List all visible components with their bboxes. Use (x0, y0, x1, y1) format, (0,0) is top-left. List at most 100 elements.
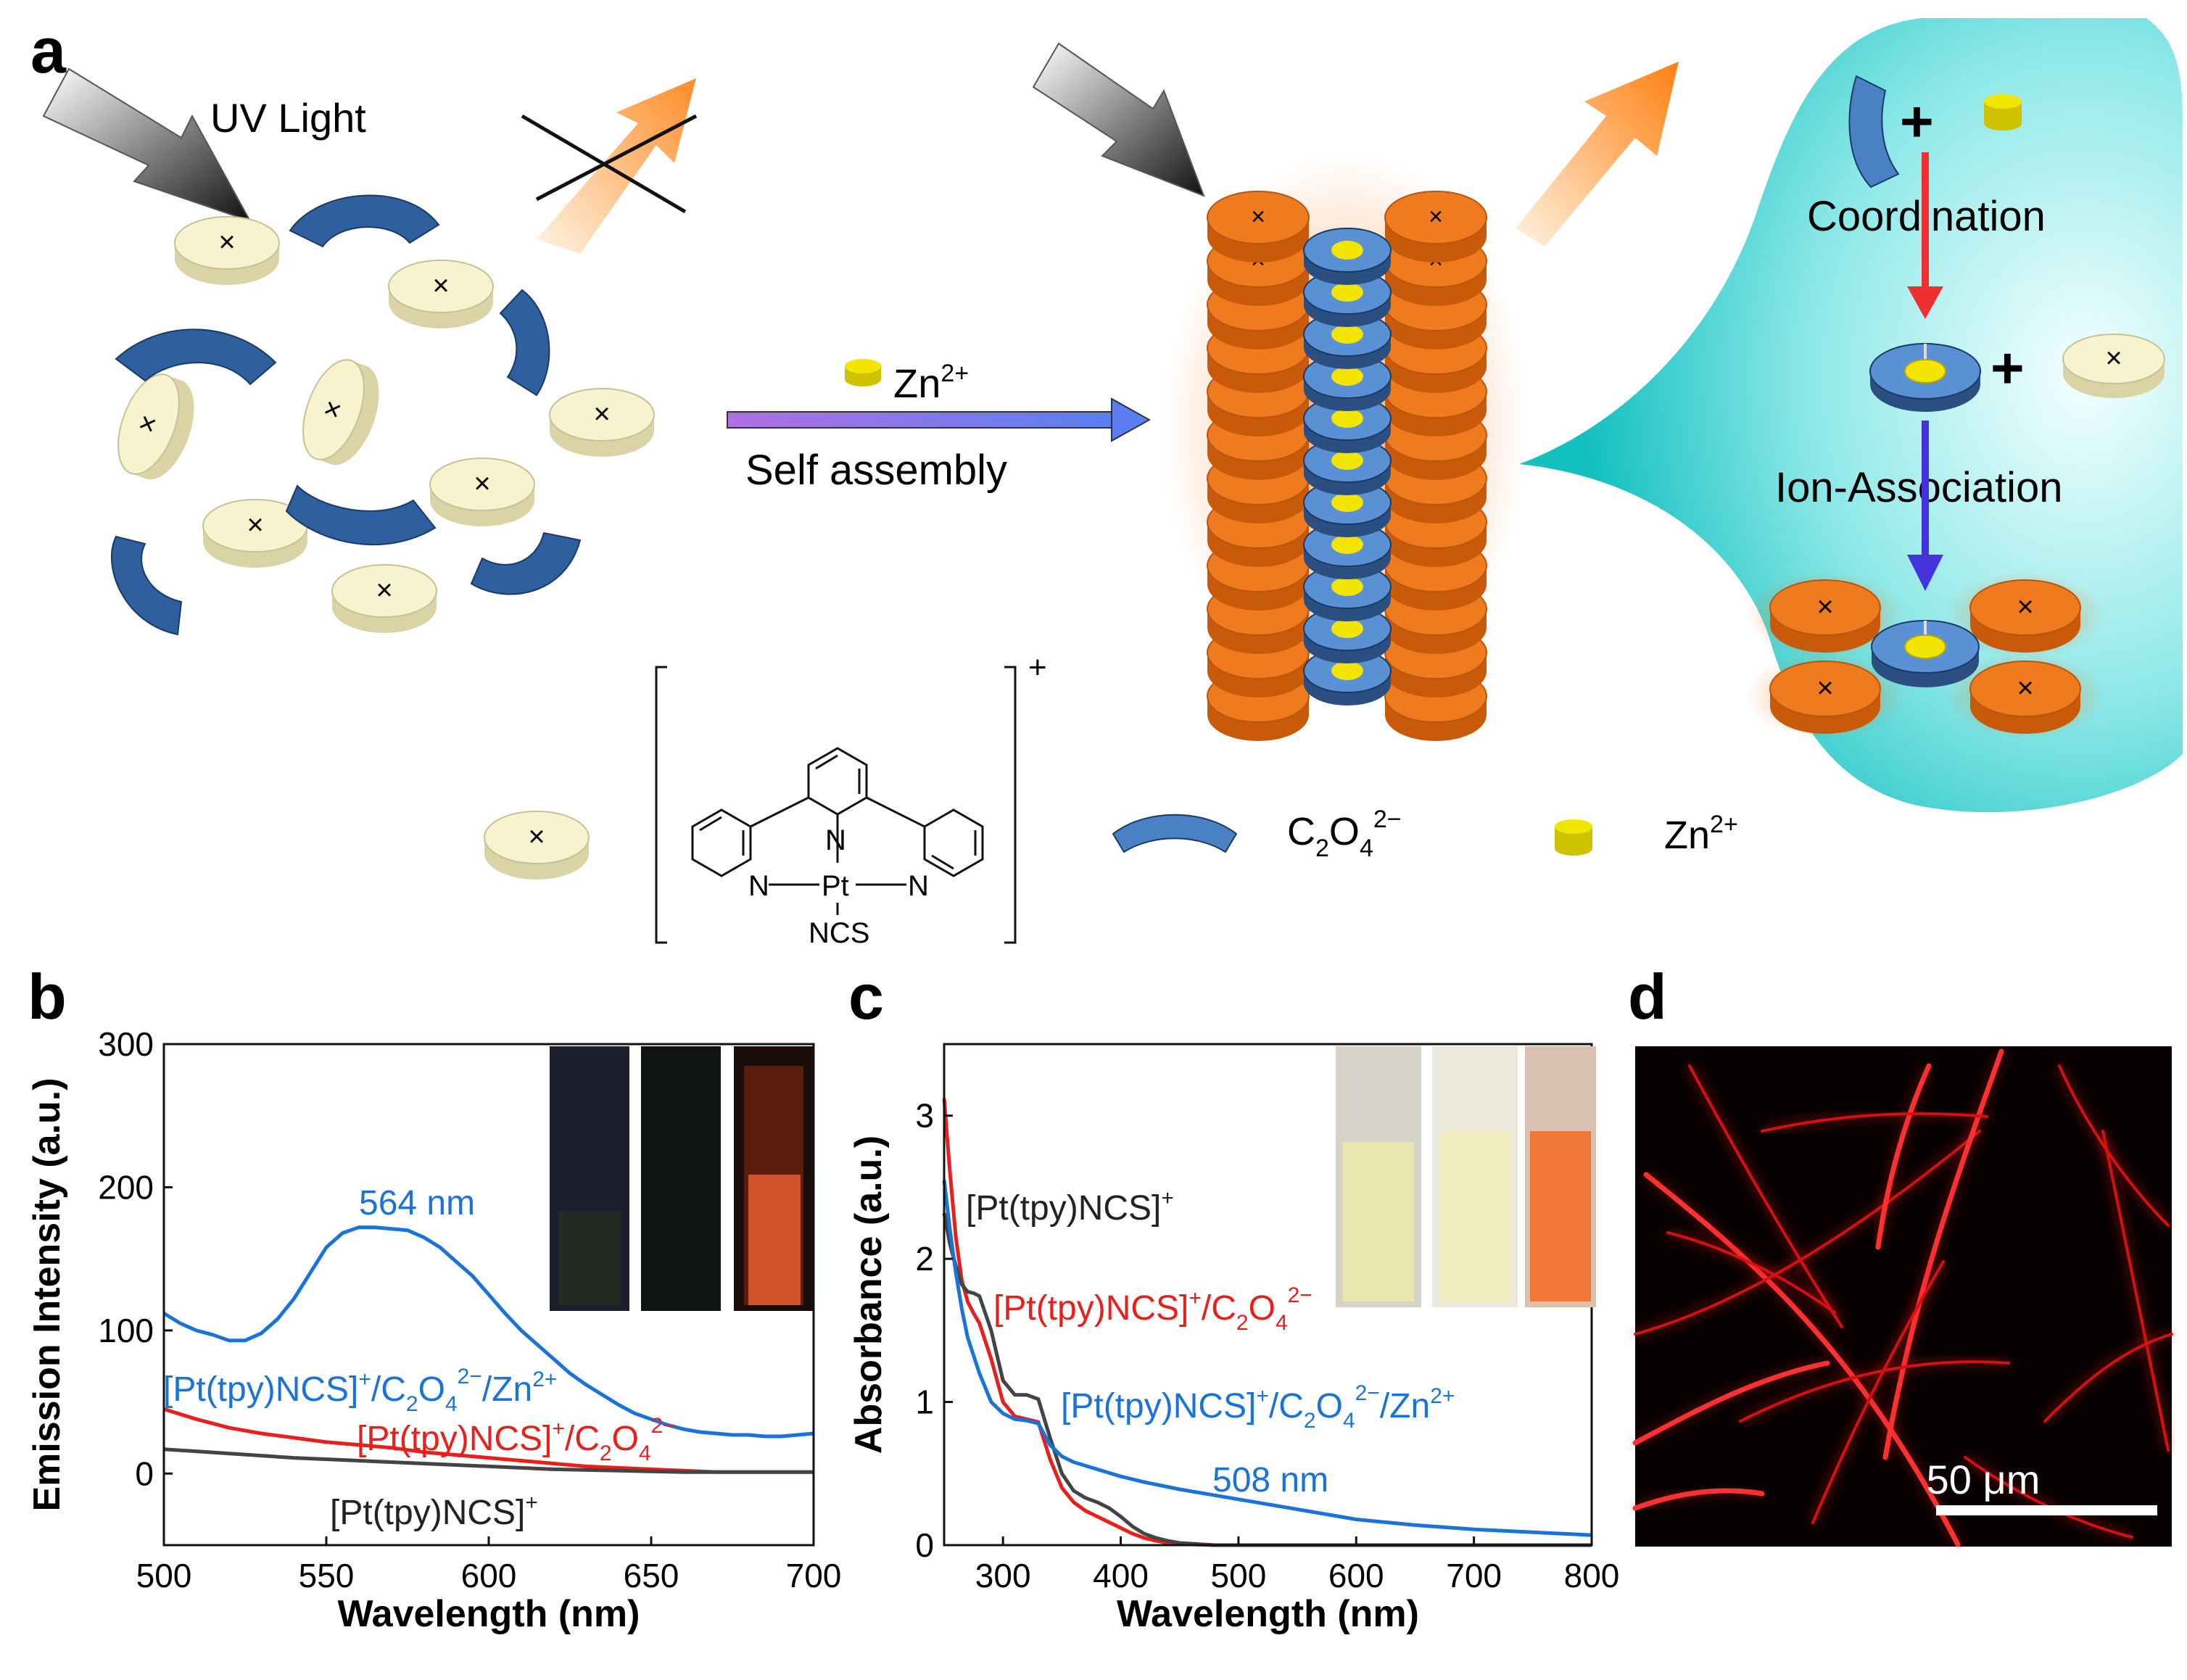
fiber (1739, 1360, 2010, 1423)
emission-arrow-crossed-icon (521, 78, 698, 254)
series-line-0 (162, 1225, 814, 1439)
x-tick-label: 650 (624, 1557, 679, 1594)
zn-arrow-label: Zn2+ (893, 360, 969, 406)
ion-association-label: Ion-Association (1775, 464, 2063, 511)
fiber (1688, 1064, 1843, 1328)
panel-letter-d: d (1628, 961, 1667, 1033)
x-tick-label: 500 (1211, 1557, 1267, 1594)
self-assembly-label: Self assembly (745, 447, 1007, 494)
panel-letter-a: a (30, 15, 67, 86)
self-assembly-arrow-icon (727, 397, 1152, 442)
scale-bar (1936, 1505, 2157, 1515)
panel-d: d 50 μm (1628, 961, 2173, 1547)
y-tick-label: 3 (915, 1097, 934, 1135)
absorbance-series-red-label: [Pt(tpy)NCS]+/C2O42− (993, 1283, 1312, 1335)
series-line-2 (163, 1447, 814, 1474)
stack-orange-disk: × (1384, 191, 1487, 262)
chem-n-left: N (748, 870, 769, 902)
y-axis-label: Emission Intensity (a.u.) (26, 1077, 68, 1511)
y-tick-label: 2 (915, 1240, 934, 1278)
x-tick-label: 300 (975, 1557, 1031, 1594)
fiber (1666, 1231, 1836, 1314)
scale-bar-label: 50 μm (1927, 1457, 2041, 1502)
y-tick-label: 1 (915, 1383, 934, 1421)
stack-zn-oxalate-disk (1303, 228, 1392, 285)
final-cluster-icon: × × × × (1745, 571, 2105, 740)
stack-orange-disk: × (1207, 191, 1310, 262)
plus-sign-1: + (1900, 89, 1934, 154)
complex-charge: + (1028, 650, 1047, 685)
zn-oxalate-complex-icon (1869, 343, 1981, 412)
svg-text:×: × (432, 270, 449, 302)
coordination-arrow-icon (1907, 152, 1943, 319)
chem-n-right: N (908, 870, 929, 902)
pt-disk-bubble-icon: × (2062, 334, 2165, 398)
legend-zn-label: Zn2+ (1664, 811, 1738, 857)
svg-text:×: × (2017, 591, 2033, 623)
chem-pt: Pt (822, 870, 849, 902)
cuvette-inset-c (1336, 1046, 1596, 1307)
fiber (1882, 1048, 2004, 1460)
fiber (1634, 1130, 1981, 1336)
svg-text:×: × (218, 226, 235, 258)
legend-oxalate-icon (1112, 814, 1238, 853)
x-tick-label: 500 (136, 1557, 192, 1594)
oxalate-small-icon (1848, 75, 1900, 189)
micrograph-fibers (1632, 1048, 2173, 1547)
chem-n-top: N (825, 824, 846, 856)
fiber (1875, 1063, 1932, 1250)
stack-zn-oxalate-disk (1303, 606, 1392, 663)
y-tick-label: 0 (135, 1455, 154, 1492)
uv-light-label: UV Light (210, 95, 366, 141)
y-tick-label: 300 (98, 1025, 154, 1063)
uv-arrow-left-icon (42, 67, 252, 223)
y-tick-label: 0 (915, 1526, 934, 1564)
fiber (1632, 1488, 1765, 1511)
svg-text:×: × (1816, 591, 1833, 623)
fiber (1811, 1260, 1945, 1524)
absorbance-peak-label: 508 nm (1212, 1461, 1328, 1499)
svg-text:×: × (593, 398, 610, 430)
fiber (1632, 1360, 1830, 1446)
svg-text:×: × (1816, 672, 1833, 704)
absorbance-series-blue-label: [Pt(tpy)NCS]+/C2O42−/Zn2+ (1061, 1381, 1455, 1433)
x-tick-label: 700 (1446, 1557, 1502, 1594)
oxalate-arcs (110, 194, 582, 636)
svg-text:×: × (2105, 342, 2122, 374)
ion-association-arrow-icon (1907, 421, 1943, 591)
fiber (1643, 1172, 1961, 1547)
assembly-stack: ^^^^^^^^^^××^^^^^^^^^^×× (1165, 152, 1527, 741)
pt-complex-disks: × × × × × × × × (117, 216, 655, 633)
panel-letter-b: b (28, 961, 67, 1033)
panel-a: a UV Light × × × × × × × × (30, 15, 2183, 949)
svg-text:×: × (376, 574, 392, 606)
x-tick-label: 550 (299, 1557, 355, 1594)
panel-letter-c: c (848, 961, 884, 1033)
emission-series-red-label: [Pt(tpy)NCS]+/C2O42− (357, 1414, 676, 1465)
y-tick-label: 200 (98, 1168, 154, 1206)
x-tick-label: 800 (1564, 1557, 1620, 1594)
plus-sign-2: + (1990, 336, 2025, 400)
cuvette-inset-b (550, 1046, 814, 1311)
uv-arrow-middle-icon (1032, 42, 1205, 197)
emission-arrow-icon (1516, 62, 1679, 247)
emission-series-blue-label: [Pt(tpy)NCS]+/C2O42−/Zn2+ (163, 1365, 557, 1416)
legend-pt-disk-icon: × (484, 811, 590, 880)
absorbance-series-black-label: [Pt(tpy)NCS]+ (966, 1186, 1174, 1228)
y-axis-label: Absorbance (a.u.) (848, 1135, 890, 1454)
svg-text:×: × (474, 468, 490, 500)
fiber (2043, 1333, 2173, 1423)
fiber (2101, 1130, 2170, 1452)
x-axis-label: Wavelength (nm) (1117, 1593, 1419, 1635)
svg-text:×: × (528, 821, 545, 853)
emission-series-black-label: [Pt(tpy)NCS]+ (330, 1491, 538, 1532)
svg-text:×: × (2017, 672, 2033, 704)
x-axis-label: Wavelength (nm) (338, 1593, 640, 1635)
stack-zn-oxalate-disk (1303, 354, 1392, 411)
zn-cylinder-icon (845, 359, 881, 386)
legend-zn-icon (1555, 819, 1592, 856)
svg-text:×: × (1251, 203, 1265, 231)
